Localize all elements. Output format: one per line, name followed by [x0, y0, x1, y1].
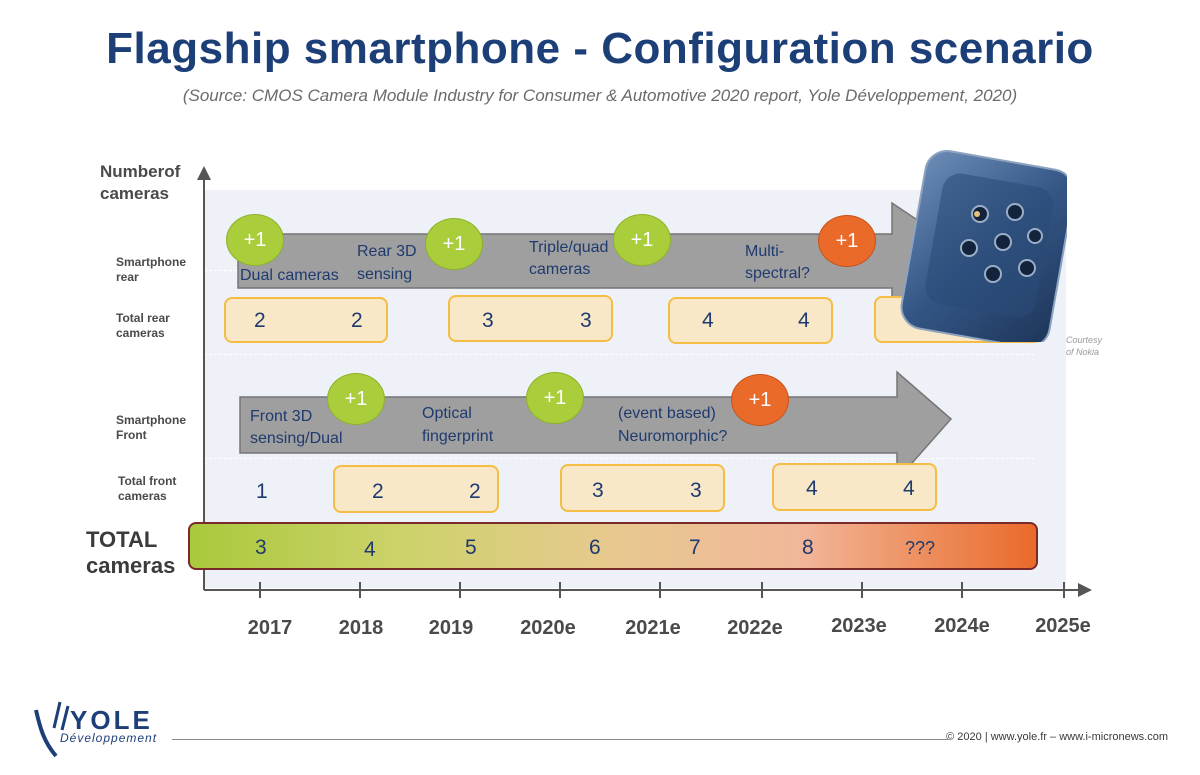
page-subtitle: (Source: CMOS Camera Module Industry for… [182, 86, 1018, 105]
year-label: 2022e [727, 617, 783, 639]
total-front-value: 2 [372, 480, 384, 503]
total-front-value: 3 [592, 479, 604, 502]
row-label-rear: Smartphone rear [116, 255, 187, 284]
year-label: 2017 [247, 617, 293, 639]
total-value: 8 [802, 536, 814, 559]
front-badge-plus-one: +1 [526, 372, 584, 424]
total-front-value: 1 [256, 480, 268, 503]
total-rear-value: 3 [482, 309, 494, 332]
year-label: 2019 [428, 617, 474, 639]
yole-logo: YOLE [70, 705, 153, 735]
rear-text-spectral: spectral? [745, 265, 810, 282]
total-rear-box [448, 295, 613, 342]
rear-text-multi: Multi- [745, 243, 785, 260]
total-rear-value: 2 [351, 309, 363, 332]
total-rear-value: 2 [254, 309, 266, 332]
footer-copyright: © 2020 | www.yole.fr – www.i-micronews.c… [946, 731, 1168, 743]
rear-text-3d: Rear 3D [357, 243, 417, 260]
phone-camera-image [900, 150, 1067, 342]
yole-logo-subtitle: Développement [60, 731, 158, 745]
row-divider [204, 354, 1034, 355]
front-text-event-based: (event based) [618, 405, 716, 422]
page-title: Flagship smartphone - Configuration scen… [106, 24, 1094, 73]
total-front-value: 4 [903, 477, 915, 500]
rear-text-sensing: sensing [357, 266, 413, 283]
total-value: 3 [255, 536, 267, 559]
rear-badge-plus-one: +1 [818, 215, 876, 267]
front-text-optical: Optical [422, 405, 472, 422]
year-label: 2018 [338, 617, 384, 639]
year-label: 2023e [831, 615, 887, 637]
front-text-3d: Front 3D [250, 408, 313, 425]
row-label-total-rear: Total rear cameras [116, 311, 170, 340]
rear-text-cameras: cameras [529, 261, 591, 278]
total-front-value: 2 [469, 480, 481, 503]
row-divider [204, 458, 1034, 459]
front-text-sensing-dual: sensing/Dual [250, 430, 343, 447]
year-label: 2025e [1035, 615, 1091, 637]
total-rear-value: 4 [702, 309, 714, 332]
year-label: 2024e [934, 615, 990, 637]
total-front-box [333, 465, 499, 513]
total-front-value: 4 [806, 477, 818, 500]
total-value: 6 [589, 536, 601, 559]
total-cameras-bar [188, 522, 1038, 570]
front-badge-plus-one: +1 [731, 374, 789, 426]
row-label-total: TOTAL cameras [86, 527, 176, 578]
row-label-front: Smartphone Front [116, 413, 187, 442]
yole-logo-mark [34, 701, 70, 758]
total-front-box [772, 463, 937, 511]
total-value: ??? [905, 538, 936, 558]
total-rear-value: 3 [580, 309, 592, 332]
photo-courtesy: Courtesy of Nokia [1066, 335, 1103, 357]
y-axis-label: Numberof cameras [100, 162, 181, 203]
row-label-total-front: Total front cameras [118, 474, 177, 503]
total-front-box [560, 464, 725, 512]
year-label: 2020e [520, 617, 576, 639]
total-value: 5 [465, 536, 477, 559]
total-rear-box [668, 297, 833, 344]
footer-divider [172, 739, 948, 740]
rear-badge-plus-one: +1 [425, 218, 483, 270]
total-value: 4 [364, 538, 376, 561]
rear-text-triple: Triple/quad [529, 239, 609, 256]
rear-text-dual: Dual cameras [240, 267, 339, 284]
total-front-value: 3 [690, 479, 702, 502]
total-rear-value: 4 [798, 309, 810, 332]
front-text-neuromorphic: Neuromorphic? [618, 428, 728, 445]
rear-badge-plus-one: +1 [226, 214, 284, 266]
front-text-fingerprint: fingerprint [422, 428, 494, 445]
year-label: 2021e [625, 617, 681, 639]
rear-badge-plus-one: +1 [613, 214, 671, 266]
total-rear-box [224, 297, 388, 343]
front-badge-plus-one: +1 [327, 373, 385, 425]
total-value: 7 [689, 536, 701, 559]
